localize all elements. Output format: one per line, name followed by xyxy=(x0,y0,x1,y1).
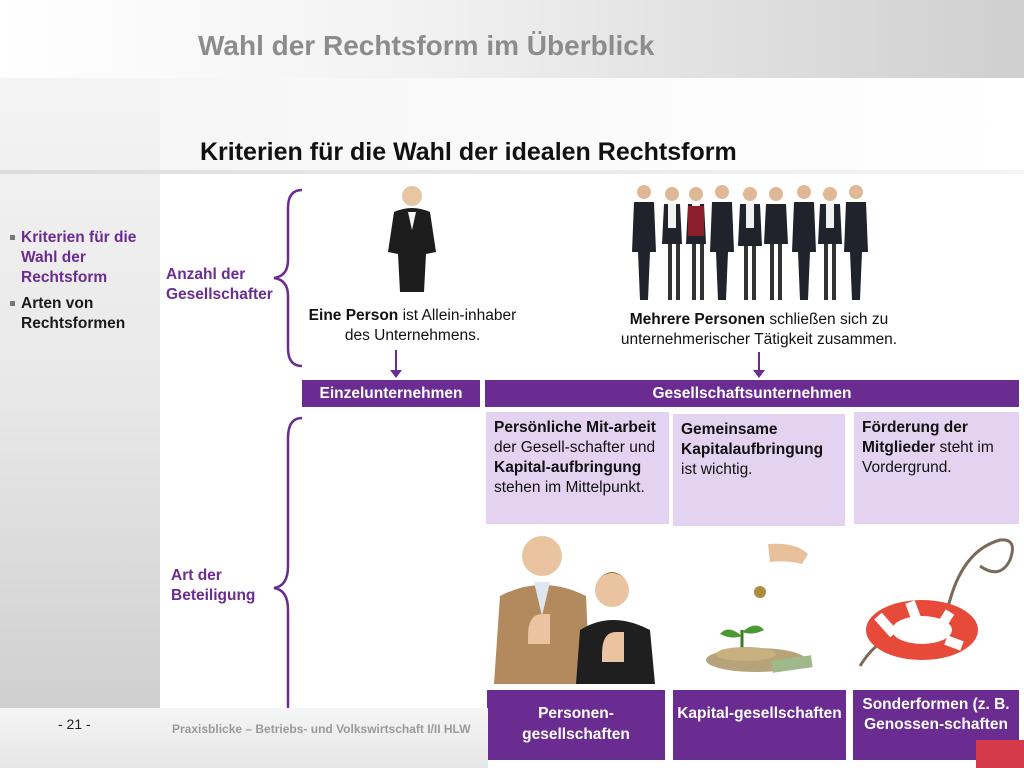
bullet-icon xyxy=(10,235,15,240)
group-image xyxy=(632,185,868,300)
arrow-down-icon xyxy=(753,352,765,378)
divider xyxy=(0,170,1024,174)
sidebar-nav: Kriterien für die Wahl der Rechtsform Ar… xyxy=(10,228,155,340)
coins-plant-image xyxy=(706,543,813,673)
criterion-anzahl: Anzahl der Gesellschafter xyxy=(166,266,273,303)
multiple-persons-text: Mehrere Personen schließen sich zu unter… xyxy=(620,311,898,348)
slide-subtitle: Kriterien für die Wahl der idealen Recht… xyxy=(200,138,737,166)
sidebar-item-label: Kriterien für die Wahl der Rechtsform xyxy=(21,229,137,286)
criterion-art: Art der Beteiligung xyxy=(171,567,256,604)
slide-title: Wahl der Rechtsform im Überblick xyxy=(198,30,655,61)
lifebuoy-image xyxy=(858,538,1014,667)
footer-text: Praxisblicke – Betriebs- und Volkswirtsc… xyxy=(172,722,471,736)
single-person-text: Eine Person ist Allein-inhaber des Unter… xyxy=(308,307,517,344)
red-corner-tab xyxy=(976,740,1024,768)
bullet-icon xyxy=(10,301,15,306)
box-sonderformen: Sonderformen (z. B. Genossen-schaften xyxy=(853,690,1019,760)
footer-strip xyxy=(0,708,488,768)
brace-anzahl-icon xyxy=(273,188,303,368)
subtitle-band xyxy=(160,78,1024,170)
box-personengesellschaften: Personen-gesellschaften xyxy=(487,690,665,760)
box-gesellschaftsunternehmen: Gesellschaftsunternehmen xyxy=(485,380,1019,407)
sidebar xyxy=(0,78,160,710)
sidebar-item-label: Arten von Rechtsformen xyxy=(21,295,126,332)
box-kapitalgesellschaften: Kapital-gesellschaften xyxy=(673,690,846,760)
description-sonder: Förderung der Mitglieder steht im Vorder… xyxy=(854,412,1019,524)
sidebar-item-kriterien[interactable]: Kriterien für die Wahl der Rechtsform xyxy=(10,228,155,288)
thumbs-up-people-image xyxy=(494,536,655,684)
arrow-down-icon xyxy=(390,350,402,378)
description-personen: Persönliche Mit-arbeit der Gesell-schaft… xyxy=(486,412,669,524)
box-einzelunternehmen: Einzelunternehmen xyxy=(302,380,480,407)
description-kapital: Gemeinsame Kapitalaufbringung ist wichti… xyxy=(673,414,845,526)
title-bar xyxy=(0,0,1024,78)
single-person-image xyxy=(388,186,436,292)
page-number: - 21 - xyxy=(58,716,91,732)
sidebar-item-arten[interactable]: Arten von Rechtsformen xyxy=(10,294,155,334)
